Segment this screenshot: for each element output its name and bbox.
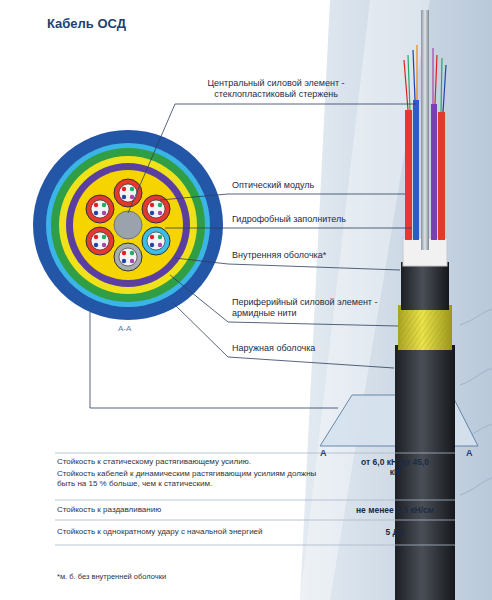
callout-label: Периферийный силовой элемент - армидные … [232,297,382,319]
leader-line [90,104,416,408]
table-cell: Стойкость кабелей к динамическим растяги… [57,469,327,488]
table-cell: Стойкость к статическому растягивающему … [57,457,327,467]
section-label: А-А [118,324,131,334]
section-marker: А [466,448,473,459]
title: Кабель ОСД [47,16,126,32]
callout-label: Гидрофобный заполнитель [232,214,346,225]
table-cell: Стойкость к раздавливанию [57,505,327,515]
callout-label: Наружная оболочка [232,343,315,354]
table-value: не менее 0,5 кН/см [345,505,445,515]
table-value: от 6,0 кН до 45,0 кН [355,457,435,477]
table-cell: Стойкость к однократному удару с начальн… [57,527,327,537]
footnote: *м. б. без внутренней оболочки [57,572,327,581]
table-value: 5 Дж [345,527,445,537]
table-rule [55,453,455,545]
callout-label: Оптический модуль [232,180,314,191]
cross-section [33,130,223,320]
section-marker: А [320,448,327,459]
callout-label: Центральный силовой элемент - стеклоплас… [176,78,376,100]
callout-label: Внутренняя оболочка* [232,250,326,261]
